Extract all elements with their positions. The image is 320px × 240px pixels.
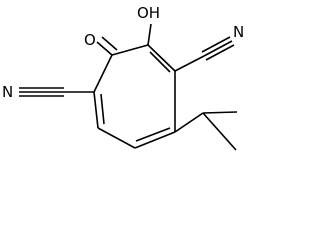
ketone-double-bond-b [101, 36, 118, 51]
isopropyl-methyl-down-bond [202, 112, 237, 151]
hydroxyl-label: OH [137, 4, 160, 22]
ring-bond-c5-c6 [134, 131, 176, 149]
isopropyl-methyl-up-bond [202, 111, 238, 114]
ring-bond-c5-c6-inner [135, 127, 171, 142]
ring-bond-c3-c4 [93, 91, 99, 129]
nitrile-right-nitrogen-label: N [233, 23, 244, 41]
ketone-double-bond-a [96, 41, 113, 56]
ring-bond-c1-c2 [111, 44, 149, 56]
ring-bond-c2-c3 [93, 54, 113, 93]
isopropyl-bond-to-ring [174, 112, 204, 133]
nitrile-right-single-bond [174, 55, 205, 72]
hydroxyl-bond [147, 23, 152, 46]
ring-bond-c4-c5 [97, 127, 136, 149]
nitrile-left-nitrogen-label: N [2, 83, 13, 101]
chemical-structure-diagram: O OH N N [2, 4, 244, 151]
ring-bond-c1-c7-inner [149, 51, 171, 73]
ring-bond-c1-c7 [147, 44, 176, 72]
nitrile-right-triple-bond-2 [201, 36, 231, 53]
nitrile-right-triple-bond-3 [205, 44, 235, 61]
ring-bond-c3-c4-inner [100, 93, 105, 125]
nitrile-right-triple-bond-1 [203, 40, 233, 57]
oxygen-ketone-label: O [84, 31, 96, 49]
